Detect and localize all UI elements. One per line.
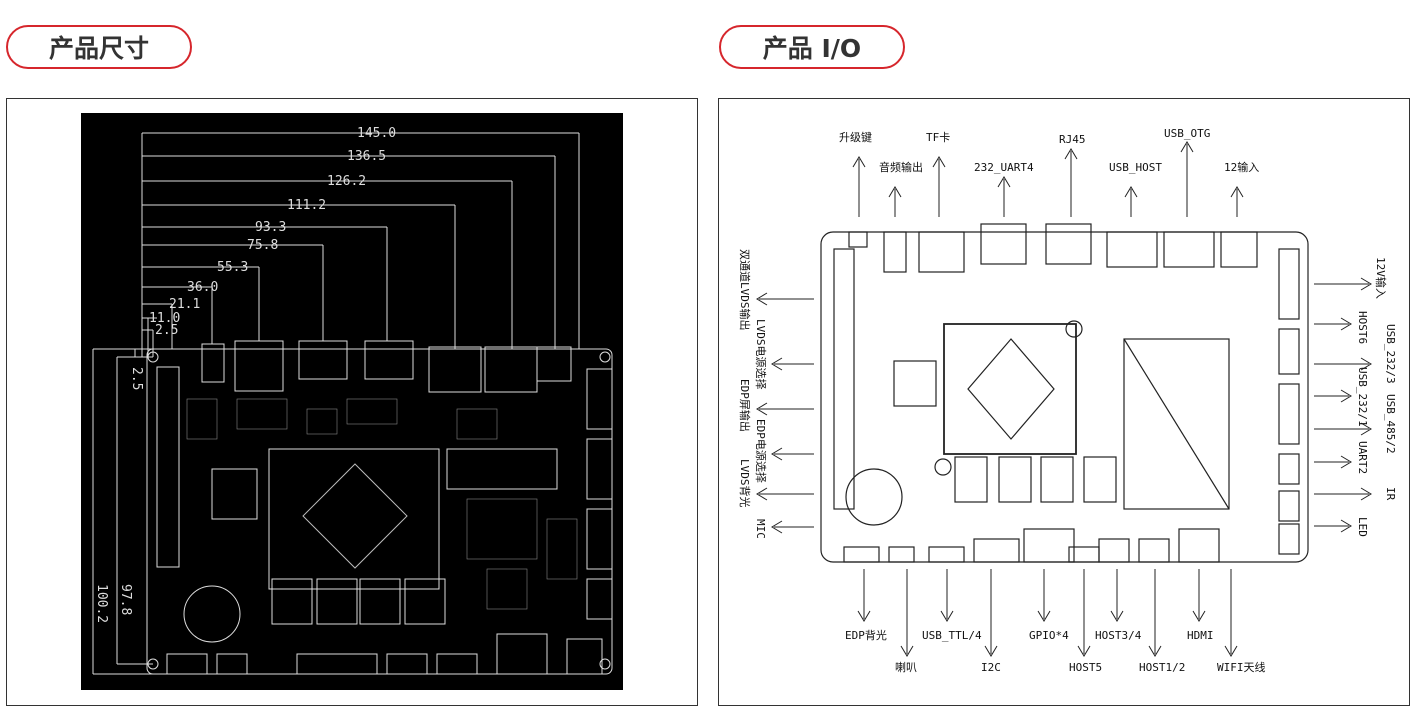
io-right-label: LED [1356,517,1369,537]
io-top-label: 12输入 [1224,160,1259,174]
io-bottom-label: HOST1/2 [1139,661,1185,674]
dim-label: 97.8 [118,584,133,615]
io-arrows [756,141,1372,657]
io-top-label: USB_OTG [1164,127,1210,140]
io-left-label: EDP屏输出 [738,379,752,432]
io-right-label: USB_232/1 [1356,367,1369,427]
board-outline [146,340,613,675]
io-top-label: RJ45 [1059,133,1086,146]
dim-label: 145.0 [357,126,396,141]
dim-label: 136.5 [347,149,386,164]
io-section-title: 产品 I/O [719,25,905,69]
dim-label: 2.5 [129,367,144,390]
dim-label: 93.3 [255,220,286,235]
io-top-label: 升级键 [839,130,872,144]
io-left-label: LVDS背光 [738,459,752,508]
io-top-label: 音频输出 [879,160,923,174]
io-bottom-label: HOST3/4 [1095,629,1142,642]
io-bottom-label: EDP背光 [845,628,887,642]
io-right-label: USB_485/2 [1384,394,1397,454]
io-bottom-label: USB_TTL/4 [922,629,982,642]
vertical-dimensions [92,348,153,675]
board-detail [186,398,578,610]
dim-label: 100.2 [94,584,109,623]
io-left-label: MIC [754,519,767,539]
dim-label: 126.2 [327,174,366,189]
drawing-background [81,113,623,690]
dim-label: 75.8 [247,238,278,253]
io-left-label: EDP电源选择 [754,419,768,483]
dim-label: 111.2 [287,198,326,213]
io-diagram: 升级键 音频输出 TF卡 232_UART4 RJ45 USB_HOST USB… [738,127,1397,674]
io-bottom-label: WIFI天线 [1217,660,1266,674]
io-board-outline [820,223,1309,563]
io-bottom-label: 喇叭 [895,660,917,674]
io-right-label: IR [1384,487,1397,501]
dim-label: 2.5 [155,323,178,338]
io-bottom-label: HDMI [1187,629,1214,642]
io-top-label: 232_UART4 [974,161,1034,174]
dimension-drawing: 145.0 136.5 126.2 111.2 93.3 75.8 55.3 3… [81,113,623,690]
io-bottom-label: HOST5 [1069,661,1102,674]
io-top-label: TF卡 [926,131,950,144]
io-labels: 升级键 音频输出 TF卡 232_UART4 RJ45 USB_HOST USB… [738,127,1397,674]
io-diagram-panel: 升级键 音频输出 TF卡 232_UART4 RJ45 USB_HOST USB… [718,98,1410,706]
dim-label: 55.3 [217,260,248,275]
dim-label: 11.0 [149,311,180,326]
dim-label: 21.1 [169,297,200,312]
io-right-label: USB_232/3 [1384,324,1397,384]
io-bottom-label: I2C [981,661,1001,674]
dimensions-section-title: 产品尺寸 [6,25,192,69]
io-left-label: 双通道LVDS输出 [738,249,752,331]
dim-label: 36.0 [187,280,218,295]
io-top-label: USB_HOST [1109,161,1162,174]
io-right-label: UART2 [1356,441,1369,474]
dimension-labels: 145.0 136.5 126.2 111.2 93.3 75.8 55.3 3… [94,126,396,623]
io-bottom-label: GPIO*4 [1029,629,1069,642]
dimension-drawing-panel: 145.0 136.5 126.2 111.2 93.3 75.8 55.3 3… [6,98,698,706]
io-right-label: 12V输入 [1374,257,1388,299]
horizontal-dimensions [141,132,580,357]
io-right-label: HOST6 [1356,311,1369,344]
io-left-label: LVDS电源选择 [754,319,768,390]
